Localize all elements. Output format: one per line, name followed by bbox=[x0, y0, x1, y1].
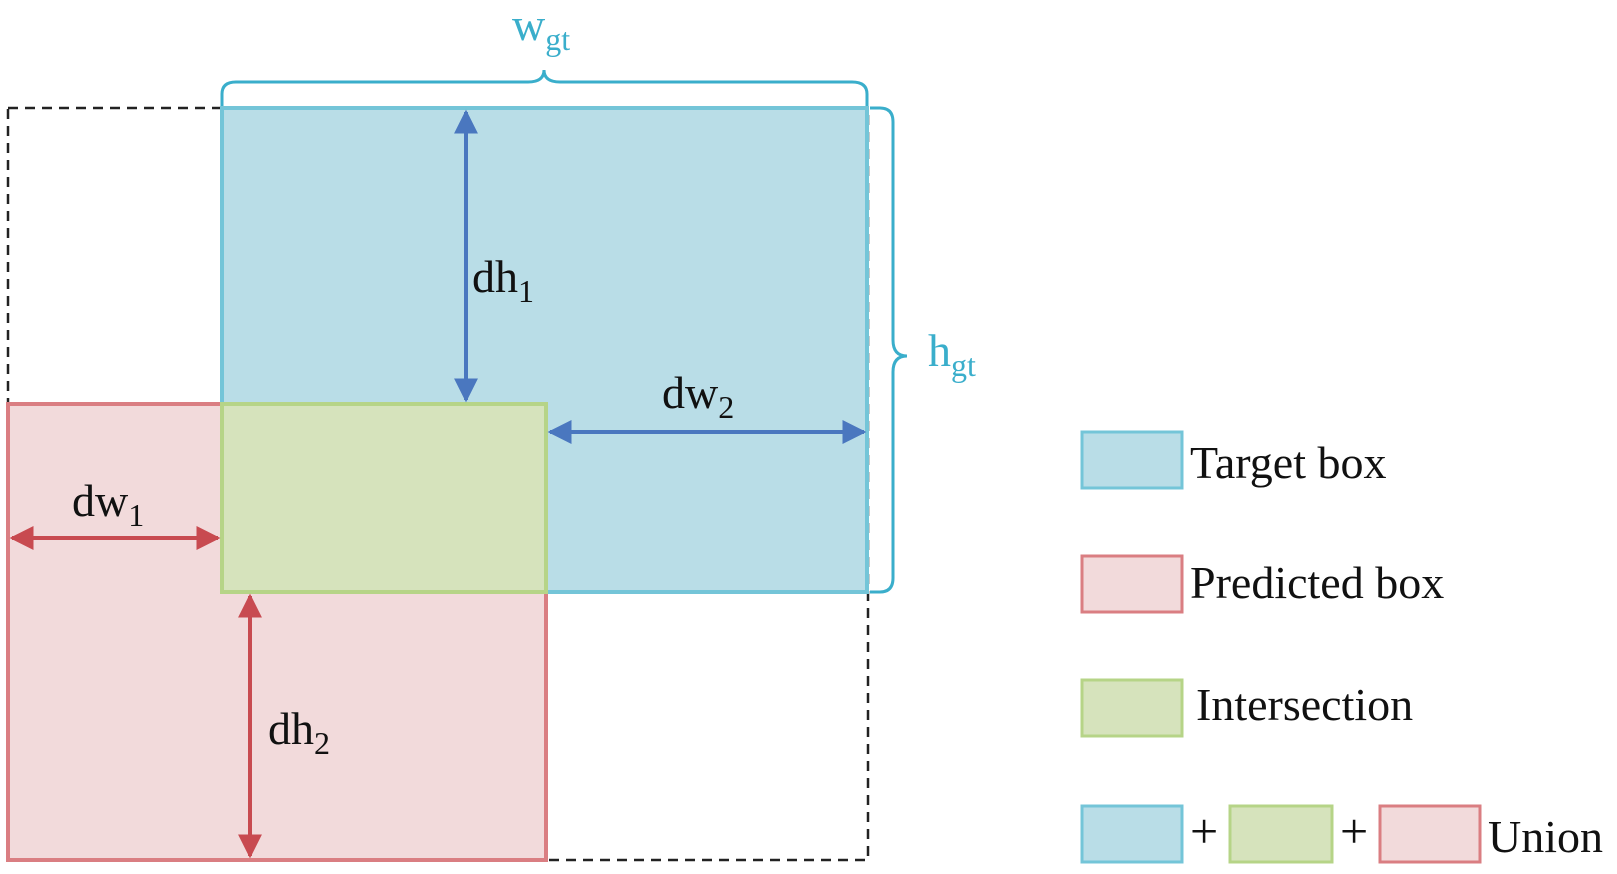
legend-union-blue-swatch bbox=[1080, 804, 1184, 864]
dh1-label: dh1 bbox=[472, 251, 534, 309]
hgt-label: hgt bbox=[928, 325, 976, 383]
legend-union-green-swatch bbox=[1228, 804, 1334, 864]
legend-target-swatch bbox=[1080, 430, 1184, 490]
legend-predicted-label: Predicted box bbox=[1190, 557, 1444, 608]
dw2-label: dw2 bbox=[662, 367, 734, 425]
dw1-label: dw1 bbox=[72, 475, 144, 533]
legend-predicted-swatch bbox=[1080, 554, 1184, 614]
legend: Target box Predicted box Intersection + … bbox=[1080, 430, 1603, 864]
dh2-label: dh2 bbox=[268, 703, 330, 761]
legend-target-label: Target box bbox=[1190, 437, 1387, 488]
legend-union-label: Union bbox=[1488, 811, 1603, 862]
hgt-brace bbox=[870, 106, 908, 594]
legend-intersection-label: Intersection bbox=[1196, 679, 1413, 730]
wgt-label: wgt bbox=[512, 0, 570, 57]
legend-plus-1: + bbox=[1190, 803, 1218, 859]
intersection-box bbox=[220, 402, 548, 594]
wgt-brace bbox=[220, 69, 869, 106]
legend-intersection-swatch bbox=[1080, 678, 1184, 738]
legend-plus-2: + bbox=[1340, 803, 1368, 859]
legend-union-red-swatch bbox=[1378, 804, 1482, 864]
